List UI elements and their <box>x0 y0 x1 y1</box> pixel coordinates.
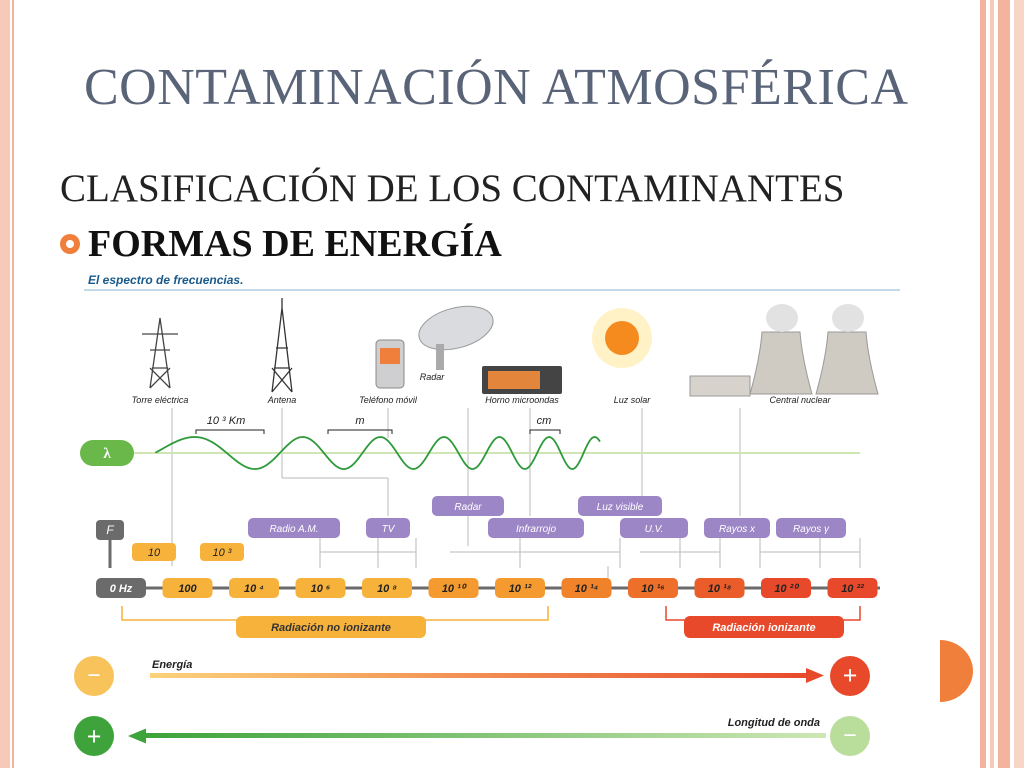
frequency-spectrum-diagram: El espectro de frecuencias. Torre eléctr… <box>74 273 900 756</box>
bullet-item: FORMAS DE ENERGÍA <box>60 222 502 266</box>
wave-curve <box>155 436 601 470</box>
band-label: Luz visible <box>597 502 644 513</box>
wave-scale-label: cm <box>537 415 552 427</box>
wavelength-plus: + <box>87 722 102 751</box>
wavelength-label: Longitud de onda <box>728 717 820 729</box>
frequency-label: 10 ⁴ <box>244 583 264 595</box>
frequency-label: 10 ¹⁰ <box>442 583 468 595</box>
source-label: Radar <box>420 372 446 382</box>
band-label: Rayos x <box>719 524 756 535</box>
frequency-pill <box>229 578 279 598</box>
band-label: Rayos γ <box>793 524 830 535</box>
slide-subtitle: CLASIFICACIÓN DE LOS CONTAMINANTES <box>60 167 845 210</box>
frequency-label: 10 ²⁰ <box>774 583 800 595</box>
frequency-pill <box>295 578 346 598</box>
source-label: Horno microondas <box>485 395 559 405</box>
slide-border-right-stripe <box>980 0 986 768</box>
bullet-text: FORMAS DE ENERGÍA <box>88 223 502 265</box>
non-ionizing-label: Radiación no ionizante <box>271 622 391 634</box>
slide-border-right-stripe <box>990 0 994 768</box>
wavelength-symbol: λ <box>103 446 111 462</box>
frequency-label: 10 ⁶ <box>311 583 331 595</box>
low-frequency-label: 10 <box>148 547 161 559</box>
decorative-half-circle-icon <box>940 640 973 702</box>
energy-high-icon <box>830 656 870 696</box>
band-label: Infrarrojo <box>516 524 556 535</box>
source-label: Torre eléctrica <box>132 395 189 405</box>
frequency-pill <box>761 578 811 598</box>
frequency-symbol: F <box>106 523 114 537</box>
figure-caption: El espectro de frecuencias. <box>88 273 243 287</box>
source-label: Teléfono móvil <box>359 395 418 405</box>
frequency-pill <box>495 578 545 598</box>
source-label: Antena <box>267 395 297 405</box>
radar-dish-icon <box>418 305 494 370</box>
source-label: Central nuclear <box>769 395 831 405</box>
frequency-pill <box>428 578 479 598</box>
energy-arrow-line <box>150 673 810 678</box>
wavelength-high-icon <box>74 716 114 756</box>
frequency-label: 10 ⁸ <box>377 583 397 595</box>
frequency-label: 10 ²² <box>841 583 864 595</box>
connector-lines <box>171 408 861 588</box>
energy-minus: − <box>87 663 101 689</box>
low-frequency-label: 10 ³ <box>213 547 232 559</box>
frequency-label: 10 ¹⁸ <box>708 583 732 595</box>
wavelength-arrow-head <box>128 728 146 744</box>
wavelength-minus: − <box>843 723 857 749</box>
slide-border-left <box>0 0 10 768</box>
band-label: U.V. <box>645 524 664 535</box>
frequency-label: 10 ¹⁶ <box>641 583 664 595</box>
band-label: Radio A.M. <box>269 524 318 535</box>
wave-scale-label: 10 ³ Km <box>207 415 246 427</box>
spectrum-bands: Radio A.M. TV Radar Infrarrojo Luz visib… <box>248 496 846 538</box>
frequency-pill <box>827 578 878 598</box>
microwave-oven-icon <box>482 366 562 394</box>
sun-icon <box>592 308 652 368</box>
ionizing-badge <box>684 616 844 638</box>
wavelength-low-icon <box>830 716 870 756</box>
nuclear-plant-icon <box>689 304 879 397</box>
frequency-label: 10 ¹⁴ <box>575 583 599 595</box>
frequency-pill <box>694 578 745 598</box>
frequency-label: 0 Hz <box>110 583 133 595</box>
ionizing-label: Radiación ionizante <box>712 622 815 634</box>
mobile-phone-icon <box>375 339 405 389</box>
wavelength-arrow-line <box>146 733 826 738</box>
slide-border-right-stripe <box>1014 0 1024 768</box>
frequency-label: 100 <box>178 583 197 595</box>
frequency-pill <box>628 578 678 598</box>
source-label: Luz solar <box>614 395 652 405</box>
wavelength-badge <box>80 440 134 466</box>
frequency-pill <box>96 578 146 598</box>
bullet-circle-icon <box>60 234 80 254</box>
band-label: TV <box>382 524 396 535</box>
frequency-label: 10 ¹² <box>509 583 532 595</box>
wave-scale-label: m <box>355 415 364 427</box>
energy-plus: + <box>843 661 858 690</box>
energy-low-icon <box>74 656 114 696</box>
wave-scale-brackets <box>195 429 561 434</box>
slide-border-right-stripe <box>998 0 1010 768</box>
energy-arrow-head <box>806 668 824 683</box>
slide-title: CONTAMINACIÓN ATMOSFÉRICA <box>84 59 909 116</box>
frequency-pill <box>162 578 213 598</box>
low-frequency-labels: 10 10 ³ <box>132 543 244 561</box>
antenna-icon <box>271 298 293 393</box>
frequency-badge <box>96 520 124 540</box>
frequency-pill <box>561 578 612 598</box>
energy-label: Energía <box>152 659 192 671</box>
non-ionizing-badge <box>236 616 426 638</box>
band-label: Radar <box>454 502 482 513</box>
frequency-pill <box>362 578 412 598</box>
frequency-labels: 0 Hz 100 10 ⁴ 10 ⁶ 10 ⁸ 10 ¹⁰ 10 ¹² 10 ¹⁴ 10 ¹⁶ 1… <box>96 578 878 598</box>
transmission-tower-icon <box>142 317 178 389</box>
slide-border-left-line <box>12 0 14 768</box>
